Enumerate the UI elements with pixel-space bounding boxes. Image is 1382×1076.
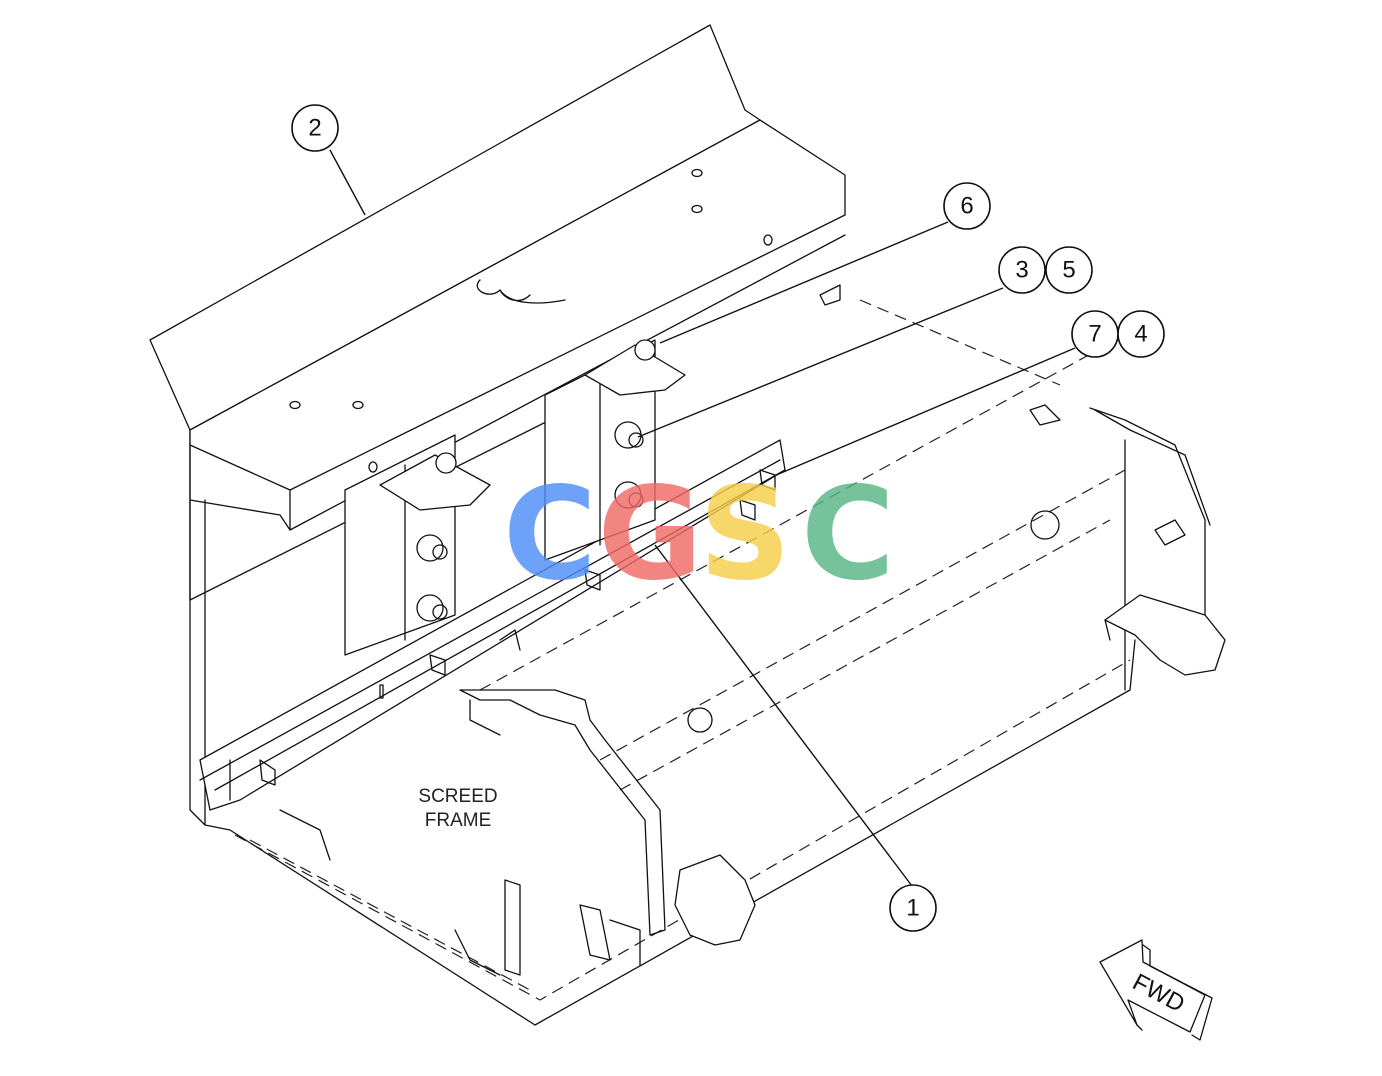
callout-7: 7 [1071,310,1119,358]
callout-number: 6 [960,193,973,220]
callout-6: 6 [943,182,991,230]
watermark-letter: C [503,460,597,609]
right-clamp-block [544,339,686,561]
screed-frame [189,284,1226,1026]
leader-1 [654,544,913,887]
watermark-letter: G [597,460,702,609]
callout-number: 2 [308,115,321,142]
callout-number: 3 [1015,257,1028,284]
screed-frame-label-line2: FRAME [425,810,492,831]
watermark-logo: C G S C [503,460,895,609]
callout-number: 1 [906,895,919,922]
mounting-rail [199,439,786,811]
callout-1: 1 [889,884,937,932]
callout-2: 2 [291,104,339,152]
leader-3 [637,287,1004,438]
leader-lines [329,149,1076,887]
callout-number: 7 [1088,321,1101,348]
watermark-letter: S [699,460,791,609]
upper-bracket [149,24,846,601]
leader-2 [329,149,366,216]
watermark-letter: C [801,460,895,609]
fwd-arrow: FWD [1099,939,1213,1041]
callout-number: 4 [1134,321,1147,348]
leader-6 [659,221,949,344]
callout-4: 4 [1117,310,1165,358]
callout-3: 3 [998,246,1046,294]
leader-7 [773,347,1076,477]
left-clamp-block [344,434,491,656]
screed-frame-label-line1: SCREED [418,786,497,807]
callout-number: 5 [1062,257,1075,284]
callout-5: 5 [1045,246,1093,294]
